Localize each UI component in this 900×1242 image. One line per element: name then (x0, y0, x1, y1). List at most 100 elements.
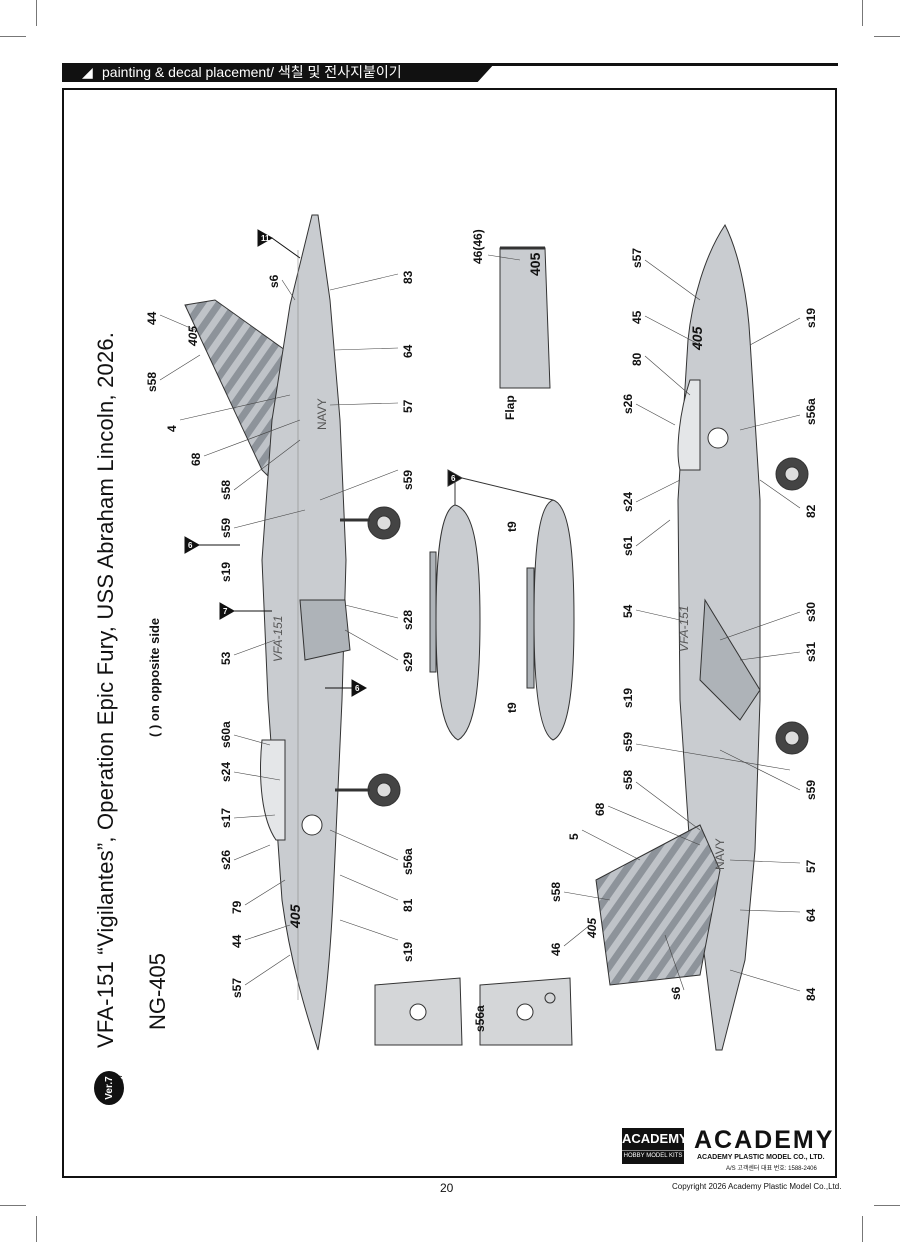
callout-label: s59 (621, 732, 635, 752)
callout-label: 4 (165, 425, 179, 432)
logo-box-word: ACADEMY (622, 1131, 688, 1146)
flap-modex: 405 (527, 252, 543, 276)
page-title: VFA-151 “Vigilantes”, Operation Epic Fur… (93, 331, 118, 1048)
callout-label: 46 (549, 942, 563, 956)
inset-label: s56a (473, 1005, 487, 1032)
page-number: 20 (440, 1181, 454, 1195)
flag-number: 11 (261, 234, 270, 243)
crop-mark (874, 1205, 900, 1206)
tank-label: t9 (505, 521, 519, 532)
modex-405-tail-left: 405 (186, 326, 200, 347)
flag-number: 7 (223, 607, 228, 616)
callout-label: 80 (630, 352, 644, 366)
leader-lines-left (159, 273, 399, 986)
header-arrow-icon: ◢ (82, 64, 93, 80)
callouts-right-column: s19 81 s56a s29 s28 s59 57 64 83 (401, 270, 415, 962)
crop-mark (0, 1205, 26, 1206)
opposite-side-note: ( ) on opposite side (147, 617, 162, 737)
navy-marking-right: NAVY (713, 838, 727, 870)
callout-label: 64 (804, 908, 818, 922)
callout-label: s58 (145, 372, 159, 392)
callout-label: s57 (230, 978, 244, 998)
callout-label: 79 (230, 900, 244, 914)
callout-label: 5 (567, 833, 581, 840)
callout-label: s24 (621, 492, 635, 512)
modex-405-right: 405 (689, 326, 705, 351)
navy-marking-left: NAVY (315, 398, 329, 430)
callout-label: 53 (219, 651, 233, 665)
callout-label: 68 (189, 452, 203, 466)
callout-label: 45 (630, 310, 644, 324)
callout-label: s19 (621, 688, 635, 708)
callout-label: 84 (804, 987, 818, 1001)
callout-label: s58 (549, 882, 563, 902)
version-korean: 버전7 (114, 1073, 124, 1095)
callout-label: s17 (219, 808, 233, 828)
flag-arrows-left (184, 229, 368, 697)
callout-label: s59 (804, 780, 818, 800)
callout-label: s26 (621, 394, 635, 414)
flap-drawing (487, 246, 551, 389)
callout-label: 64 (401, 344, 415, 358)
callout-label: s6 (267, 274, 281, 288)
callout-label: 81 (401, 898, 415, 912)
tank-label: t9 (505, 702, 519, 713)
squadron-marking-left: VFA-151 (271, 616, 285, 662)
callout-label: s61 (621, 536, 635, 556)
callout-label: s29 (401, 652, 415, 672)
callouts-right-aircraft-left: s57 45 80 s26 s24 s61 54 s19 s59 s58 68 … (549, 248, 683, 1000)
service-line: A/S 고객센터 대표 번호: 1588-2406 (726, 1166, 817, 1172)
modex-405-left: 405 (287, 904, 303, 929)
callout-label: s19 (401, 942, 415, 962)
instruction-frame (62, 88, 837, 1178)
modex-405-tail-right: 405 (585, 918, 599, 939)
flap-reference: 46(46) (471, 229, 485, 264)
company-name: ACADEMY PLASTIC MODEL CO., LTD. (697, 1154, 825, 1161)
section-heading: painting & decal placement/ 색칠 및 전사지붙이기 (102, 64, 402, 80)
detail-insets (374, 977, 573, 1046)
callout-label: 44 (230, 934, 244, 948)
callout-label: 44 (145, 311, 159, 325)
flag-number: 6 (355, 684, 360, 693)
header-band (62, 63, 495, 82)
callout-label: s30 (804, 602, 818, 622)
aircraft-side-view-right (595, 224, 809, 1051)
crop-mark (862, 1216, 863, 1242)
callout-label: 57 (804, 859, 818, 873)
callout-label: s57 (630, 248, 644, 268)
logo-box-sub: HOBBY MODEL KITS (622, 1150, 684, 1159)
header-rule (480, 63, 838, 66)
callout-label: s31 (804, 642, 818, 662)
callouts-right-aircraft-right: s19 s56a 82 s30 s31 s59 57 64 84 (804, 308, 818, 1001)
callout-label: s59 (401, 470, 415, 490)
aircraft-side-view-left (184, 214, 401, 1051)
copyright: Copyright 2026 Academy Plastic Model Co.… (672, 1182, 842, 1191)
callouts-left-column: s57 44 79 s26 s17 s24 s60a 53 s19 s59 s5… (145, 274, 281, 998)
aircraft-code: NG-405 (145, 952, 170, 1030)
crop-mark (862, 0, 863, 26)
callout-label: s58 (621, 770, 635, 790)
callout-label: s6 (669, 986, 683, 1000)
callout-label: s56a (804, 398, 818, 425)
academy-wordmark: ACADEMY (694, 1126, 835, 1154)
callout-label: 54 (621, 604, 635, 618)
squadron-marking-right: VFA-151 (677, 606, 691, 652)
callout-label: s60a (219, 721, 233, 748)
callout-label: s56a (401, 848, 415, 875)
callout-label: s26 (219, 850, 233, 870)
leader-lines-right (563, 259, 801, 992)
fuel-tanks (429, 469, 575, 741)
callout-label: 57 (401, 399, 415, 413)
flag-number: 6 (451, 474, 456, 483)
crop-mark (0, 36, 26, 37)
callout-label: s24 (219, 762, 233, 782)
callout-label: s28 (401, 610, 415, 630)
crop-mark (874, 36, 900, 37)
callout-label: 68 (593, 802, 607, 816)
callout-label: 82 (804, 504, 818, 518)
flap-label: Flap (503, 395, 517, 420)
crop-mark (36, 0, 37, 26)
callout-label: s19 (219, 562, 233, 582)
flag-number: 6 (188, 541, 193, 550)
